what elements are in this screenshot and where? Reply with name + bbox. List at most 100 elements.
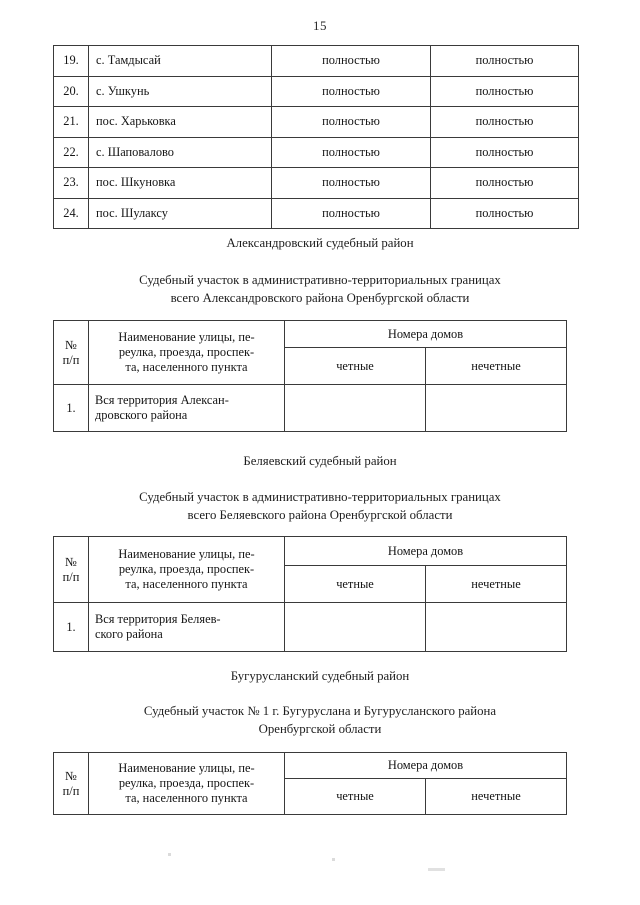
scan-artifact [332,858,335,861]
row-even: полностью [271,106,431,138]
row-number: 1. [53,602,89,652]
table-row: 1. Вся территория Алексан- дровского рай… [53,384,567,432]
row-name-line-2: дровского района [95,408,188,422]
header-odd-cell: нечетные [425,778,567,815]
header-houses-cell: Номера домов [284,536,567,566]
row-even [284,602,426,652]
header-odd-cell: нечетные [425,565,567,603]
row-name: с. Ушкунь [88,75,272,107]
row-even [284,384,426,432]
header-number-line-2: п/п [62,783,80,798]
district-heading-buguruslansky: Бугурусланский судебный район [230,669,410,683]
row-name-line-1: Вся территория Беляев- [95,612,221,626]
houses-table-body: № п/п Наименование улицы, пе- реулка, пр… [53,752,567,815]
table-row: 1. Вся территория Беляев- ского района [53,602,567,652]
row-even: полностью [271,45,431,77]
row-odd: полностью [430,197,579,229]
header-number-cell: № п/п [53,320,89,385]
uchastok-line-2: всего Беляевского района Оренбургской об… [187,507,453,522]
header-odd-cell: нечетные [425,347,567,385]
uchastok-heading-buguruslansky: Судебный участок № 1 г. Бугуруслана и Бу… [0,703,640,738]
row-number: 20. [53,75,89,107]
header-subrow: четные нечетные [54,565,567,603]
uchastok-line-2: всего Александровского района Оренбургск… [170,290,470,305]
row-even: полностью [271,167,431,199]
row-odd: полностью [430,45,579,77]
scan-artifact [168,853,171,856]
table-row: 23. пос. Шкуновка полностью полностью [53,167,579,199]
row-odd [425,602,567,652]
uchastok-heading-belyaevsky: Судебный участок в административно-терри… [0,489,640,524]
row-name: пос. Шулаксу [88,197,272,229]
row-name: с. Шаповалово [88,136,272,168]
district-heading-aleksandrovsky: Александровский судебный район [226,236,414,250]
header-number-line-1: № [65,337,77,352]
houses-table-buguruslansky: № п/п Наименование улицы, пе- реулка, пр… [53,752,567,815]
row-number: 22. [53,136,89,168]
header-name-line-1: Наименование улицы, пе- [118,761,255,775]
row-even: полностью [271,136,431,168]
header-name-line-3: та, населенного пункта [125,360,248,374]
page-number: 15 [313,18,327,33]
uchastok-line-1: Судебный участок № 1 г. Бугуруслана и Бу… [143,704,497,718]
header-number-cell: № п/п [53,752,89,815]
row-name: пос. Харьковка [88,106,272,138]
header-number-cell: № п/п [53,536,89,603]
header-name-line-2: реулка, проезда, проспек- [118,345,255,359]
header-name-line-3: та, населенного пункта [125,791,248,805]
header-number-line-1: № [65,768,77,783]
header-subrow: четные нечетные [54,347,567,385]
row-name: Вся территория Алексан- дровского района [88,384,285,432]
row-name: Вся территория Беляев- ского района [88,602,285,652]
houses-table-aleksandrovsky: № п/п Наименование улицы, пе- реулка, пр… [53,320,567,432]
table-row: 21. пос. Харьковка полностью полностью [53,106,579,138]
header-even-cell: четные [284,565,426,603]
uchastok-heading-aleksandrovsky: Судебный участок в административно-терри… [0,272,640,307]
header-name-line-2: реулка, проезда, проспек- [118,776,255,790]
header-row: № п/п Наименование улицы, пе- реулка, пр… [53,536,567,603]
row-number: 21. [53,106,89,138]
header-houses-cell: Номера домов [284,320,567,348]
row-name-line-2: ского района [95,627,163,641]
header-row: № п/п Наименование улицы, пе- реулка, пр… [53,752,567,815]
district-heading-belyaevsky: Беляевский судебный район [243,454,397,468]
row-number: 24. [53,197,89,229]
row-name-line-1: Вся территория Алексан- [95,393,229,407]
row-number: 23. [53,167,89,199]
header-name-line-1: Наименование улицы, пе- [118,330,255,344]
header-even-cell: четные [284,347,426,385]
houses-table-body: № п/п Наименование улицы, пе- реулка, пр… [53,536,567,652]
header-name-line-1: Наименование улицы, пе- [118,547,255,561]
header-number-line-2: п/п [62,569,80,584]
header-name-cell: Наименование улицы, пе- реулка, проезда,… [88,752,285,815]
row-number: 1. [53,384,89,432]
header-subrow: четные нечетные [54,778,567,815]
table-row: 22. с. Шаповалово полностью полностью [53,136,579,168]
table-row: 19. с. Тамдысай полностью полностью [53,45,579,77]
table-row: 20. с. Ушкунь полностью полностью [53,75,579,107]
row-number: 19. [53,45,89,77]
header-name-cell: Наименование улицы, пе- реулка, проезда,… [88,320,285,385]
settlements-table: 19. с. Тамдысай полностью полностью 20. … [53,45,579,229]
row-even: полностью [271,75,431,107]
houses-table-belyaevsky: № п/п Наименование улицы, пе- реулка, пр… [53,536,567,652]
header-name-line-2: реулка, проезда, проспек- [118,562,255,576]
row-odd: полностью [430,75,579,107]
scan-artifact [428,868,445,871]
row-odd: полностью [430,136,579,168]
row-even: полностью [271,197,431,229]
header-houses-cell: Номера домов [284,752,567,779]
settlements-table-body: 19. с. Тамдысай полностью полностью 20. … [53,45,579,229]
houses-table-body: № п/п Наименование улицы, пе- реулка, пр… [53,320,567,432]
header-row: № п/п Наименование улицы, пе- реулка, пр… [53,320,567,385]
header-number-line-2: п/п [62,352,80,367]
row-odd: полностью [430,167,579,199]
header-even-cell: четные [284,778,426,815]
uchastok-line-2: Оренбургской области [258,721,382,736]
row-odd [425,384,567,432]
row-name: с. Тамдысай [88,45,272,77]
table-row: 24. пос. Шулаксу полностью полностью [53,197,579,229]
row-name: пос. Шкуновка [88,167,272,199]
header-number-line-1: № [65,554,77,569]
